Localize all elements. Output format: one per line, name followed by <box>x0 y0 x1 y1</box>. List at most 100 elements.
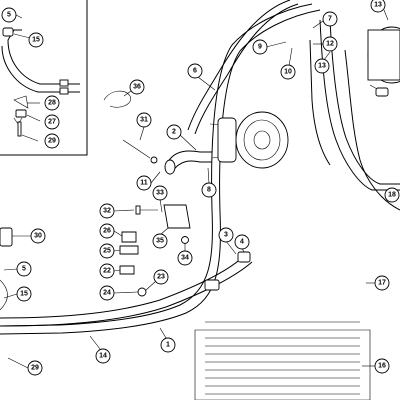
condenser <box>194 321 371 400</box>
callout-number: 36 <box>133 84 141 91</box>
callout-leader <box>113 209 135 212</box>
callout-13: 13 <box>370 0 389 21</box>
callout-leader <box>3 293 18 299</box>
callout-leader <box>89 335 101 350</box>
callout-4: 4 <box>234 234 250 253</box>
callout-number: 8 <box>207 187 211 194</box>
callout-leader <box>113 269 121 272</box>
callout-13: 13 <box>314 51 331 74</box>
callout-circle <box>99 203 115 219</box>
callout-circle <box>234 234 250 250</box>
callout-30: 30 <box>12 228 46 244</box>
callout-number: 10 <box>284 69 292 76</box>
callout-circle <box>370 0 386 13</box>
callout-circle <box>44 95 60 111</box>
callout-16: 16 <box>362 358 390 374</box>
callout-number: 35 <box>156 238 164 245</box>
callout-leader <box>113 230 123 237</box>
callout-number: 26 <box>103 228 111 235</box>
callout-3: 3 <box>218 227 237 255</box>
callout-27: 27 <box>44 114 60 130</box>
callout-number: 17 <box>378 280 386 287</box>
callout-number: 32 <box>103 208 111 215</box>
callout-number: 4 <box>240 239 244 246</box>
callout-circle <box>99 223 115 239</box>
callout-9: 9 <box>252 39 287 55</box>
callout-number: 28 <box>48 100 56 107</box>
callout-5: 5 <box>1 7 23 23</box>
callout-circle <box>28 32 44 48</box>
compressor <box>164 111 289 175</box>
callout-circle <box>280 64 296 80</box>
callout-number: 6 <box>193 68 197 75</box>
callout-23: 23 <box>145 269 169 291</box>
callout-leader <box>139 126 145 141</box>
callout-number: 16 <box>378 363 386 370</box>
callout-number: 33 <box>156 190 164 197</box>
callout-number: 34 <box>181 255 189 262</box>
receiver-drier <box>367 26 400 97</box>
callout-15: 15 <box>3 286 32 302</box>
callout-circle <box>95 348 111 364</box>
callout-15: 15 <box>13 32 44 48</box>
callout-31: 31 <box>136 112 152 141</box>
callout-layer: 5153628272967910121313312118183332262535… <box>1 0 400 376</box>
callout-circle <box>44 133 60 149</box>
callout-number: 13 <box>318 63 326 70</box>
callout-circle <box>44 114 60 130</box>
callout-circle <box>153 269 169 285</box>
callout-circle <box>187 63 203 79</box>
callout-leader <box>13 33 31 39</box>
callout-6: 6 <box>187 63 216 91</box>
callout-leader <box>3 268 18 271</box>
callout-leader <box>265 41 287 48</box>
callout-leader <box>383 9 389 21</box>
callout-25: 25 <box>99 243 121 259</box>
callout-number: 29 <box>31 365 39 372</box>
callout-36: 36 <box>123 79 145 97</box>
callout-leader <box>323 51 331 61</box>
callout-number: 18 <box>388 192 396 199</box>
callout-circle <box>374 358 390 374</box>
callout-34: 34 <box>177 244 193 266</box>
callout-circle <box>177 250 193 266</box>
callout-2: 2 <box>166 124 197 151</box>
callout-leader <box>179 134 197 151</box>
callout-circle <box>99 243 115 259</box>
callout-18: 18 <box>384 187 400 203</box>
callout-leader <box>145 280 157 291</box>
callout-32: 32 <box>99 203 135 219</box>
callout-35: 35 <box>152 227 169 249</box>
callout-circle <box>252 39 268 55</box>
callout-circle <box>129 79 145 95</box>
callout-8: 8 <box>201 167 217 198</box>
callout-number: 25 <box>103 248 111 255</box>
callout-circle <box>136 112 152 128</box>
callout-29: 29 <box>44 133 60 149</box>
callout-14: 14 <box>89 335 111 364</box>
callout-circle <box>322 36 338 52</box>
callout-circle <box>314 58 330 74</box>
callout-number: 2 <box>172 129 176 136</box>
callout-leader <box>15 14 23 19</box>
callout-number: 3 <box>224 232 228 239</box>
callout-circle <box>384 187 400 203</box>
callout-leader <box>159 198 163 213</box>
detail-inset <box>0 0 88 156</box>
callout-circle <box>152 185 168 201</box>
callout-leader <box>7 357 29 369</box>
callout-circle <box>136 175 152 191</box>
callout-10: 10 <box>280 47 296 80</box>
callout-22: 22 <box>99 263 121 279</box>
callout-28: 28 <box>44 95 60 111</box>
callout-number: 29 <box>48 138 56 145</box>
callout-leader <box>207 167 210 184</box>
callout-circle <box>160 337 176 353</box>
callout-leader <box>113 291 139 294</box>
callout-circle <box>27 360 43 376</box>
callout-24: 24 <box>99 285 139 301</box>
callout-number: 15 <box>20 291 28 298</box>
callout-circle <box>1 7 17 23</box>
callout-circle <box>374 275 390 291</box>
callout-number: 9 <box>258 44 262 51</box>
